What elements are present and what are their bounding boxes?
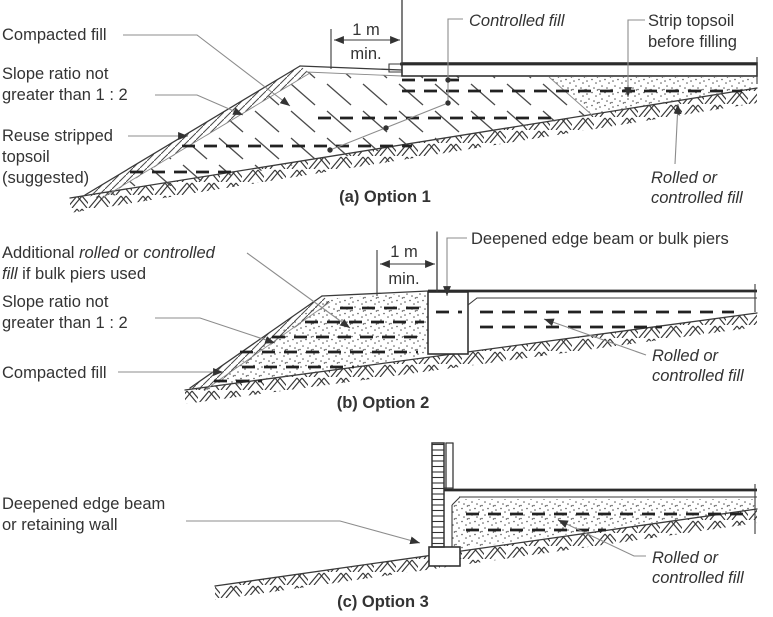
additional-fill-stipple-o2 xyxy=(205,292,428,390)
rolled-fill-leader-o2 xyxy=(543,318,647,356)
label-additional-l1: Additional rolled or controlled xyxy=(2,244,216,262)
deepened-beam-leader-o3 xyxy=(186,520,421,545)
deepened-edge-beam-o2 xyxy=(427,291,469,355)
label-slope-ratio-l1-o2: Slope ratio not xyxy=(2,293,109,311)
leaders-o3 xyxy=(186,519,646,557)
topsoil-slope-band-o1 xyxy=(85,66,310,199)
compacted-slope-band-o2 xyxy=(190,296,331,391)
rolled-fill-stipple-o3 xyxy=(452,499,755,550)
slope-ratio-leader xyxy=(155,94,244,116)
dimension-value: 1 m xyxy=(390,243,418,261)
leaders-o2 xyxy=(118,237,647,376)
slab-bottom-line-o2 xyxy=(467,297,757,306)
label-reuse-l1: Reuse stripped xyxy=(2,127,113,145)
label-slope-ratio-l1-o1: Slope ratio not xyxy=(2,65,109,83)
label-strip-l1: Strip topsoil xyxy=(648,12,734,30)
deepened-beam-leader-o2 xyxy=(443,237,467,296)
dimension-min: min. xyxy=(388,270,419,288)
leaders-o1 xyxy=(123,18,682,165)
dimension-value: 1 m xyxy=(352,21,380,39)
fill-dashed-layer-lines-o3 xyxy=(466,512,744,532)
label-rolled-l2-o2: controlled fill xyxy=(652,367,745,385)
label-strip-l2: before filling xyxy=(648,33,737,51)
controlled-fill-leader xyxy=(329,18,463,151)
label-additional-l2: fill if bulk piers used xyxy=(2,265,146,283)
dimension-1m-o2: 1 m min. xyxy=(376,243,435,296)
slope-band-inner-line-o2 xyxy=(204,301,331,391)
slab-edge-step-o1 xyxy=(388,63,402,73)
label-rolled-l1-o3: Rolled or xyxy=(652,549,720,567)
option2-section: 1 m min. Additional rolled or controlled… xyxy=(2,230,758,412)
label-rolled-l2-o1: controlled fill xyxy=(651,189,744,207)
retaining-wall-masonry-o3 xyxy=(431,442,445,548)
label-reuse-l2: topsoil xyxy=(2,148,50,166)
caption-option2: (b) Option 2 xyxy=(337,394,430,412)
slope-band-inner-line-o1 xyxy=(101,72,311,199)
bench-inner-line-o1 xyxy=(305,71,403,77)
rolled-fill-leader-o1 xyxy=(673,103,682,165)
compacted-fill-region-o1 xyxy=(105,72,592,197)
labels-o3: Deepened edge beam or retaining wall Rol… xyxy=(2,495,745,611)
bench-surface-line-o1 xyxy=(299,65,403,71)
fill-dashed-layer-lines-o2 xyxy=(214,306,734,383)
caption-option1: (a) Option 1 xyxy=(339,188,431,206)
caption-option3: (c) Option 3 xyxy=(337,593,429,611)
label-slope-ratio-l2-o1: greater than 1 : 2 xyxy=(2,86,128,104)
dimension-min: min. xyxy=(350,45,381,63)
label-rolled-l2-o3: controlled fill xyxy=(652,569,745,587)
compacted-fill-leader xyxy=(123,34,291,107)
labels-o1: Compacted fill Slope ratio not greater t… xyxy=(2,12,744,207)
wall-upper-leaf-o3 xyxy=(444,442,454,490)
dimension-1m-o1: 1 m min. xyxy=(330,21,400,69)
label-compacted-fill-o1: Compacted fill xyxy=(2,26,107,44)
label-compacted-fill-o2: Compacted fill xyxy=(2,364,107,382)
option1-section: 1 m min. Compacted fill Slope ratio not … xyxy=(2,0,758,213)
strip-topsoil-leader xyxy=(624,19,645,97)
label-rolled-l1-o2: Rolled or xyxy=(652,347,720,365)
labels-o2: Additional rolled or controlled fill if … xyxy=(2,230,745,412)
wall-footing-o3 xyxy=(428,546,461,567)
rolled-fill-leader-o3 xyxy=(557,519,646,557)
slope-face-line-o1 xyxy=(84,65,301,196)
label-rolled-l1-o1: Rolled or xyxy=(651,169,719,187)
label-deepened-l1-o3: Deepened edge beam xyxy=(2,495,165,513)
rolled-fill-stipple-o1 xyxy=(549,77,755,115)
label-controlled-fill: Controlled fill xyxy=(469,12,566,30)
slope-face-line-o2 xyxy=(189,295,323,389)
bench-surface-line-o2 xyxy=(321,290,429,297)
label-deepened-l2-o3: or retaining wall xyxy=(2,516,118,534)
natural-ground-hatch-o2 xyxy=(185,313,757,404)
slab-edge-chamfer-o3 xyxy=(451,496,461,506)
natural-ground-hatch-o3 xyxy=(215,509,757,600)
additional-fill-leader xyxy=(246,252,351,329)
option3-section: Deepened edge beam or retaining wall Rol… xyxy=(2,442,758,611)
ground-surface-line-o3 xyxy=(214,508,758,587)
label-slope-ratio-l2-o2: greater than 1 : 2 xyxy=(2,314,128,332)
fill-boundary-line-o1 xyxy=(548,76,593,116)
label-reuse-l3: (suggested) xyxy=(2,169,89,187)
slope-ratio-leader-o2 xyxy=(155,317,276,344)
label-deepened-beam-o2: Deepened edge beam or bulk piers xyxy=(471,230,729,248)
natural-ground-hatch-o1 xyxy=(70,88,757,213)
controlled-fill-leader-dots xyxy=(327,77,451,153)
